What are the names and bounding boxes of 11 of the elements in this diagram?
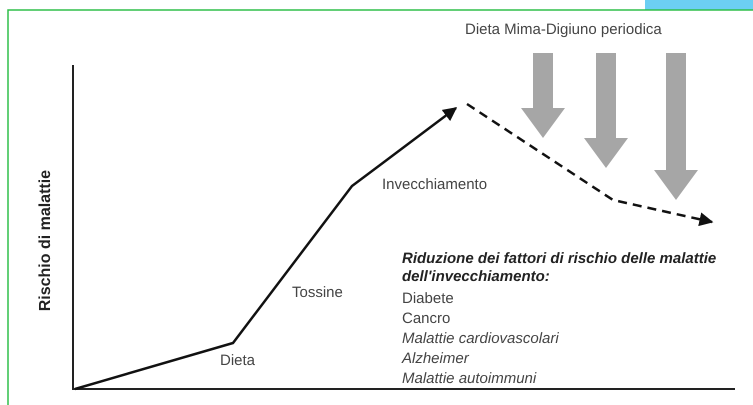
- curve-label: Invecchiamento: [382, 176, 488, 194]
- list-item: Alzheimer: [402, 350, 469, 368]
- arrow-caption: Dieta Mima-Digiuno periodica: [465, 21, 662, 39]
- curve-label: Dieta: [220, 352, 256, 370]
- list-item: Cancro: [402, 310, 450, 328]
- curve-label: Tossine: [292, 284, 343, 302]
- list-heading: Riduzione dei fattori di rischio delle malattie dell'invecchiamento:: [402, 250, 718, 286]
- list-item: Diabete: [402, 290, 454, 308]
- list-item: Malattie autoimmuni: [402, 370, 536, 388]
- list-item: Malattie cardiovascolari: [402, 330, 559, 348]
- axis-label: Rischio di malattie: [36, 169, 55, 311]
